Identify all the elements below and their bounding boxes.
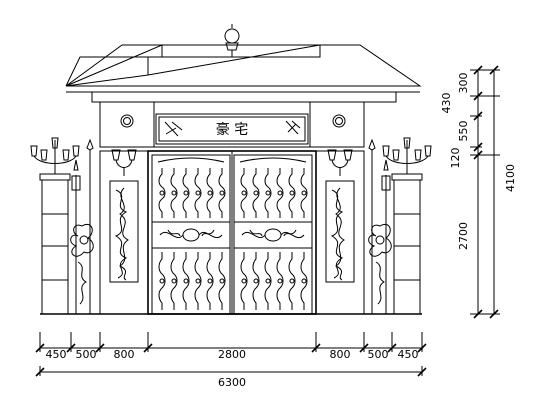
side-gate-left: [70, 138, 94, 314]
dim-label: 300: [457, 73, 470, 94]
dim-tick: [35, 367, 45, 377]
baluster: [276, 168, 284, 218]
dim-tick: [417, 343, 427, 353]
baluster: [300, 168, 308, 218]
baluster: [158, 252, 166, 310]
dim-label: 450: [398, 348, 419, 361]
baluster-knot: [219, 278, 225, 284]
candelabra-right-icon: [382, 137, 432, 174]
dim-tick: [311, 343, 321, 353]
baluster: [170, 252, 178, 310]
baluster-knot: [265, 278, 271, 284]
baluster-knot: [265, 190, 271, 196]
dim-tick: [143, 343, 153, 353]
dim-label: 120: [449, 148, 462, 169]
baluster: [182, 168, 190, 218]
wall-lamp-left-icon: [111, 149, 137, 176]
baluster: [170, 168, 178, 218]
baluster: [276, 252, 284, 310]
dim-tick: [359, 343, 369, 353]
baluster-knot: [207, 278, 213, 284]
baluster-knot: [301, 278, 307, 284]
total-height-label: 4100: [504, 164, 517, 192]
candelabra-left-icon: [30, 137, 80, 174]
baluster-knot: [183, 278, 189, 284]
dim-label: 430: [440, 93, 453, 114]
dim-tick: [417, 367, 427, 377]
wall-lamp-right-icon: [327, 149, 353, 176]
dim-label: 800: [114, 348, 135, 361]
baluster: [218, 168, 226, 218]
baluster-knot: [253, 278, 259, 284]
baluster: [194, 252, 202, 310]
baluster: [264, 252, 272, 310]
baluster: [300, 252, 308, 310]
baluster: [240, 252, 248, 310]
baluster-knot: [195, 190, 201, 196]
top-lantern-icon: [224, 24, 240, 57]
total-width-label: 6300: [218, 376, 246, 389]
baluster-knot: [301, 190, 307, 196]
baluster-knot: [195, 278, 201, 284]
gate-medallion-left-icon: [159, 228, 223, 242]
baluster-knot: [219, 190, 225, 196]
baluster-knot: [289, 278, 295, 284]
baluster: [288, 168, 296, 218]
baluster-knot: [289, 190, 295, 196]
baluster: [252, 168, 260, 218]
pediment: [65, 44, 422, 93]
baluster-knot: [241, 190, 247, 196]
dim-tick: [66, 343, 76, 353]
baluster: [158, 168, 166, 218]
baluster-knot: [241, 278, 247, 284]
baluster-knot: [277, 190, 283, 196]
baluster: [182, 252, 190, 310]
baluster-knot: [277, 278, 283, 284]
dim-tick: [95, 343, 105, 353]
outer-post-right: [391, 173, 423, 315]
baluster-knot: [159, 278, 165, 284]
horizontal-dimensions: 450 500 800 2800 800 500 450 6300: [35, 332, 427, 389]
dim-label: 500: [76, 348, 97, 361]
baluster-knot: [171, 190, 177, 196]
sign-text: 豪 宅: [216, 122, 248, 138]
baluster: [218, 252, 226, 310]
baluster-knot: [207, 190, 213, 196]
dim-label: 800: [330, 348, 351, 361]
entablature: [91, 91, 397, 152]
baluster: [206, 168, 214, 218]
gate-medallion-right-icon: [241, 228, 305, 242]
baluster: [240, 168, 248, 218]
dim-label: 2800: [218, 348, 246, 361]
baluster: [264, 168, 272, 218]
baluster: [194, 168, 202, 218]
dim-tick: [387, 343, 397, 353]
dim-label: 550: [457, 121, 470, 142]
baluster: [288, 252, 296, 310]
baluster-knot: [253, 190, 259, 196]
baluster-knot: [183, 190, 189, 196]
baluster: [252, 252, 260, 310]
baluster: [206, 252, 214, 310]
name-sign: 豪 宅: [155, 113, 309, 145]
vertical-dimensions: 300 430 550 120 2700 4100: [440, 65, 517, 319]
dim-label: 450: [46, 348, 67, 361]
gate-balusters: [158, 168, 308, 310]
dim-label: 500: [368, 348, 389, 361]
baluster-knot: [171, 278, 177, 284]
side-gate-right: [368, 138, 392, 314]
baluster-knot: [159, 190, 165, 196]
outer-post-left: [39, 173, 71, 315]
dim-tick: [35, 343, 45, 353]
dim-label: 2700: [457, 222, 470, 250]
